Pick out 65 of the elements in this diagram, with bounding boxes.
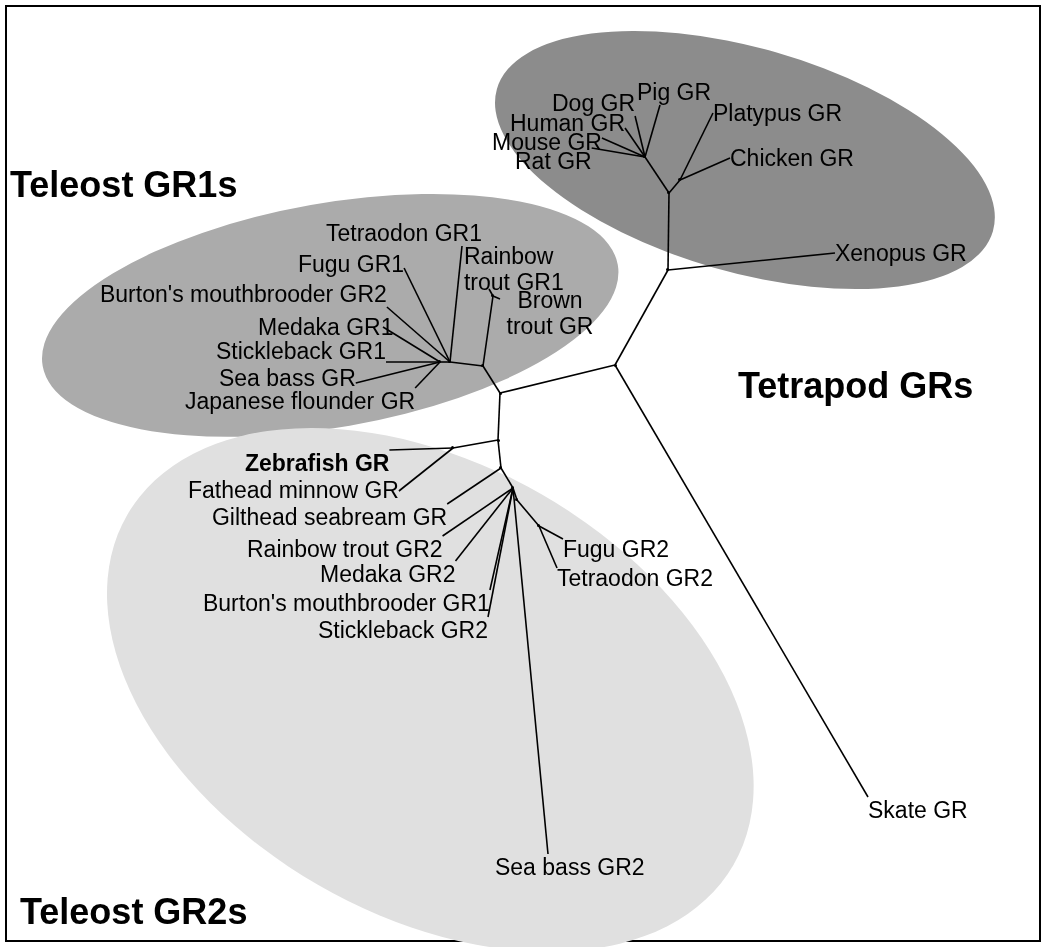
branch-line [679,157,731,181]
branch-line [488,288,494,297]
branch-line [449,361,484,367]
taxon-label: Medaka GR1 [258,314,394,340]
branch-line [614,269,669,366]
branch-line [354,361,441,384]
clade-heading: Teleost GR2s [20,892,248,932]
branch-line [668,179,681,194]
branch-line [512,487,518,501]
clade-heading: Tetrapod GRs [738,366,974,406]
branch-line [403,267,451,363]
taxon-label: Stickleback GR2 [318,617,488,643]
branch-line [386,306,451,363]
branch-line [601,137,646,158]
branch-line [538,525,564,540]
taxon-label: Rainbow trout GR2 [247,536,443,562]
taxon-label: Fugu GR1 [298,251,405,277]
branch-line [382,326,441,363]
branch-line [454,487,514,562]
branch-line [667,252,836,271]
taxon-label: Japanese flounder GR [185,388,416,414]
taxon-label: Fathead minnow GR [188,477,399,503]
branch-line [538,525,558,569]
taxon-label: Burton's mouthbrooder GR2 [100,281,387,307]
branch-line [499,364,616,394]
branch-line [644,104,661,158]
branch-line [441,487,514,537]
branch-line [679,112,714,181]
taxon-label: Gilthead seabream GR [212,504,448,530]
taxon-label: Sea bass GR [219,365,356,391]
branch-line [482,295,494,367]
branch-line [497,392,501,441]
branch-line [614,364,869,798]
clade-heading: Teleost GR1s [10,165,238,205]
taxon-label: Pig GR [637,79,712,105]
branch-line [446,467,502,505]
branch-line [385,361,441,363]
taxon-label: Burton's mouthbrooder GR1 [203,590,490,616]
branch-line [667,192,670,271]
taxon-label: Sea bass GR2 [495,854,645,880]
branch-line [492,295,501,300]
branch-line [644,156,670,194]
branch-line [516,499,540,527]
branch-line [482,365,501,394]
branch-line [388,447,454,451]
taxon-label: Stickleback GR1 [216,338,386,364]
branch-line [414,361,441,389]
taxon-label: Medaka GR2 [320,561,456,587]
taxon-label: Skate GR [868,797,968,823]
taxon-label: Xenopus GR [835,240,967,266]
branch-line [449,245,463,363]
taxon-label: Tetraodon GR1 [326,220,482,246]
branch-line [497,439,502,469]
taxon-label: Fugu GR2 [563,536,670,562]
branch-line [634,115,646,158]
taxon-label: Chicken GR [730,145,854,171]
branch-line [398,447,454,492]
taxon-label: Tetraodon GR2 [557,565,713,591]
taxon-label: Zebrafish GR [245,450,390,476]
branch-line [624,127,646,158]
branch-line [590,147,646,158]
branch-line [439,361,451,363]
taxon-label: Platypus GR [713,100,843,126]
branch-line [452,439,499,449]
branch-line [500,467,514,489]
